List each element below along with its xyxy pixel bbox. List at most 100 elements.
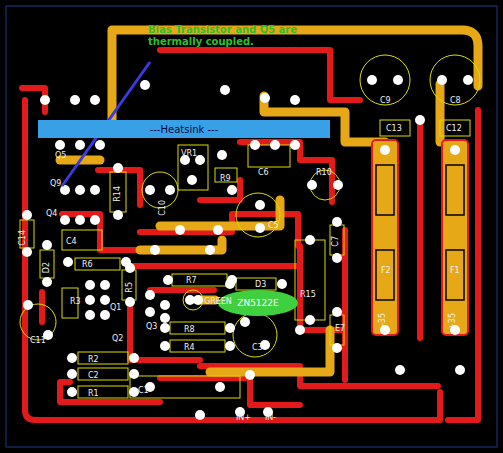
- solder-pad: [75, 140, 85, 150]
- solder-pad: [380, 145, 390, 155]
- solder-pad: [205, 245, 215, 255]
- solder-pad: [125, 263, 135, 273]
- solder-pad: [67, 369, 77, 379]
- solder-pad: [213, 225, 223, 235]
- solder-pad: [290, 140, 300, 150]
- solder-pad: [332, 217, 342, 227]
- part-label: C14: [18, 230, 27, 246]
- part-label: C1: [138, 386, 149, 395]
- solder-pad: [175, 225, 185, 235]
- part-label: R2: [88, 355, 99, 364]
- solder-pad: [415, 115, 425, 125]
- solder-pad: [332, 343, 342, 353]
- solder-pad: [100, 280, 110, 290]
- solder-pad: [63, 257, 73, 267]
- node-text: ---Heatsink ---: [150, 124, 219, 135]
- solder-pad: [113, 210, 123, 220]
- part-label: VR1: [181, 149, 197, 158]
- part-label: +35: [448, 313, 457, 330]
- solder-pad: [215, 382, 225, 392]
- solder-pad: [75, 185, 85, 195]
- part-label: Q2: [112, 334, 123, 343]
- part-label: -35: [378, 313, 387, 326]
- solder-pad: [100, 310, 110, 320]
- solder-pad: [125, 297, 135, 307]
- part-label: R15: [300, 290, 316, 299]
- solder-pad: [255, 223, 265, 233]
- solder-pad: [67, 353, 77, 363]
- solder-pad: [187, 175, 197, 185]
- part-label: C3: [252, 343, 263, 352]
- solder-pad: [85, 310, 95, 320]
- solder-pad: [160, 341, 170, 351]
- solder-pad: [463, 75, 473, 85]
- part-label: C8: [450, 96, 461, 105]
- solder-pad: [333, 180, 343, 190]
- part-label: R7: [186, 276, 197, 285]
- solder-pad: [145, 307, 155, 317]
- solder-pad: [367, 75, 377, 85]
- solder-pad: [145, 185, 155, 195]
- solder-pad: [225, 341, 235, 351]
- solder-pad: [42, 240, 52, 250]
- callout-note: Bias Transistor and Q5 are thermally cou…: [148, 24, 303, 48]
- part-label: D3: [255, 280, 266, 289]
- solder-pad: [163, 275, 173, 285]
- part-label: C9: [380, 96, 391, 105]
- solder-pad: [450, 145, 460, 155]
- part-label: R1: [88, 389, 99, 398]
- part-label: R5: [125, 282, 134, 293]
- solder-pad: [160, 323, 170, 333]
- part-label: C5: [268, 221, 279, 230]
- solder-pad: [332, 253, 342, 263]
- solder-pad: [60, 185, 70, 195]
- part-label: R10: [316, 168, 332, 177]
- solder-pad: [193, 295, 203, 305]
- solder-pad: [150, 245, 160, 255]
- solder-pad: [22, 247, 32, 257]
- solder-pad: [393, 75, 403, 85]
- part-label: R4: [184, 343, 195, 352]
- part-label: R14: [113, 186, 122, 202]
- solder-pad: [227, 185, 237, 195]
- part-label: C7: [331, 236, 340, 247]
- solder-pad: [90, 185, 100, 195]
- solder-pad: [260, 93, 270, 103]
- solder-pad: [145, 290, 155, 300]
- part-label: E7: [335, 324, 345, 333]
- solder-pad: [305, 235, 315, 245]
- solder-pad: [195, 410, 205, 420]
- solder-pad: [332, 307, 342, 317]
- solder-pad: [129, 353, 139, 363]
- part-label: Q5: [55, 151, 66, 160]
- part-label: IN-: [265, 413, 276, 422]
- solder-pad: [380, 325, 390, 335]
- solder-pad: [40, 95, 50, 105]
- solder-pad: [307, 180, 317, 190]
- solder-pad: [100, 295, 110, 305]
- solder-pad: [160, 300, 170, 310]
- part-label: GREEN: [204, 297, 232, 306]
- solder-pad: [305, 315, 315, 325]
- node-text: ZN5122E: [237, 298, 279, 308]
- part-label: Q4: [46, 209, 57, 218]
- solder-pad: [277, 279, 287, 289]
- solder-pad: [60, 215, 70, 225]
- part-label: C12: [446, 124, 462, 133]
- part-label: C2: [88, 371, 99, 380]
- solder-pad: [220, 85, 230, 95]
- part-label: IN+: [236, 413, 251, 422]
- solder-pad: [85, 295, 95, 305]
- part-label: R8: [184, 325, 195, 334]
- solder-pad: [90, 95, 100, 105]
- heatsink-band: ---Heatsink ---: [38, 120, 330, 138]
- solder-pad: [245, 370, 255, 380]
- part-label: R3: [70, 297, 81, 306]
- solder-pad: [225, 279, 235, 289]
- solder-pad: [140, 80, 150, 90]
- solder-pad: [270, 140, 280, 150]
- solder-pad: [95, 140, 105, 150]
